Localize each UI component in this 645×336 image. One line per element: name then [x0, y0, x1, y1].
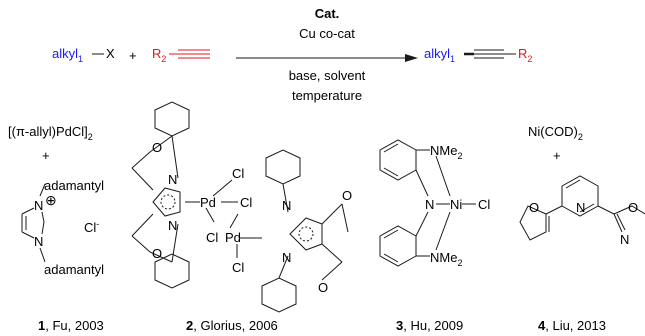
imidazolium-ring: [21, 207, 45, 239]
oxygen-label: O: [318, 280, 328, 295]
adamantyl-top: adamantyl: [44, 178, 104, 193]
chloride-counterion: Cl-: [84, 219, 99, 235]
cyclohexane-ring: [265, 149, 301, 185]
catalyst-3-atom-labels: NMe2 N Ni Cl NMe2: [425, 143, 490, 268]
oxygen-label: O: [529, 200, 539, 215]
positive-charge: ⊕: [45, 192, 57, 208]
halide-label: X: [106, 46, 115, 61]
cocatalyst-label: Cu co-cat: [299, 26, 355, 41]
benzene-ring: [379, 225, 417, 267]
nme2-top-label: NMe2: [430, 143, 462, 161]
amido-nitrogen-label: N: [425, 197, 434, 212]
caption-catalyst-2: 2, Glorius, 2006: [186, 318, 278, 333]
benzene-ring: [379, 139, 417, 181]
nitrogen-label: N: [168, 172, 177, 187]
bond-line: [39, 183, 46, 197]
bond-line: [39, 247, 46, 263]
chloride-label: Cl: [232, 166, 244, 181]
product-alkyl: alkyl1: [424, 46, 455, 64]
reaction-equation: alkyl1 X + R2 Cat. Cu co-cat base, solve…: [52, 6, 532, 103]
oxygen-label: O: [628, 200, 638, 215]
catalyst-1-structure: [(π-allyl)PdCl]2 + adamantyl N ⊕ N adama…: [8, 124, 104, 277]
adamantyl-bottom: adamantyl: [44, 262, 104, 277]
chloride-label: Cl: [232, 260, 244, 275]
catalyst-2-structure: [131, 101, 349, 313]
oxygen-label: O: [152, 140, 162, 155]
catalyst-captions: 1, Fu, 2003 2, Glorius, 2006 3, Hu, 2009…: [38, 318, 606, 333]
oxygen-label: O: [152, 246, 162, 261]
cyclohexane-ring: [261, 277, 297, 313]
oxazoline-ring: [613, 205, 645, 215]
caption-catalyst-1: 1, Fu, 2003: [38, 318, 104, 333]
conditions-line1: base, solvent: [289, 68, 366, 83]
carbene-delocalization: [160, 194, 176, 210]
nitrogen-label: N: [282, 250, 291, 265]
cyclohexane-ring: [154, 253, 190, 289]
nitrogen-label: N: [282, 198, 291, 213]
nickel-label: Ni: [450, 197, 462, 212]
reactant-alkyne: R2: [152, 46, 166, 64]
caption-catalyst-3: 3, Hu, 2009: [396, 318, 463, 333]
imidazolium-n-top: N: [34, 198, 43, 213]
catalyst-4-structure: Ni(COD)2 + O N O N: [519, 124, 645, 247]
chloride-label: Cl: [240, 195, 252, 210]
nitrogen-label: N: [168, 218, 177, 233]
imidazolinylidene-ring: [289, 217, 323, 251]
palladium-label: Pd: [200, 195, 216, 210]
alkyne-triple-bond: [169, 49, 210, 59]
plus-sign: +: [42, 148, 50, 163]
pyridine-nitrogen-label: N: [576, 200, 585, 215]
imidazolium-n-bottom: N: [34, 234, 43, 249]
pd-allyl-complex: [(π-allyl)PdCl]2: [8, 124, 93, 142]
plus-sign: +: [553, 148, 561, 163]
nitrogen-label: N: [620, 232, 629, 247]
palladium-label: Pd: [225, 230, 241, 245]
caption-catalyst-4: 4, Liu, 2013: [538, 318, 606, 333]
catalyst-3-structure: [379, 139, 476, 267]
chloride-label: Cl: [206, 230, 218, 245]
imidazolinylidene-ring: [152, 187, 181, 217]
reaction-arrow: [236, 54, 418, 62]
product-r2: R2: [518, 46, 532, 64]
cyclohexane-ring: [154, 101, 190, 137]
chloride-label: Cl: [478, 197, 490, 212]
carbene-delocalization: [298, 226, 314, 242]
catalyst-2-atom-labels: N N O O Pd Cl Cl Cl Pd Cl N N O O: [152, 140, 352, 295]
oxygen-label: O: [342, 188, 352, 203]
conditions-line2: temperature: [292, 88, 362, 103]
ni-cod-precursor: Ni(COD)2: [528, 124, 583, 142]
oxazoline-ring: [519, 205, 547, 241]
nme2-bottom-label: NMe2: [430, 250, 462, 268]
product-triple-bond: [464, 49, 516, 59]
catalyst-label: Cat.: [315, 6, 340, 21]
reactant-alkyl-halide: alkyl1: [52, 46, 83, 64]
plus-sign: +: [129, 48, 137, 63]
